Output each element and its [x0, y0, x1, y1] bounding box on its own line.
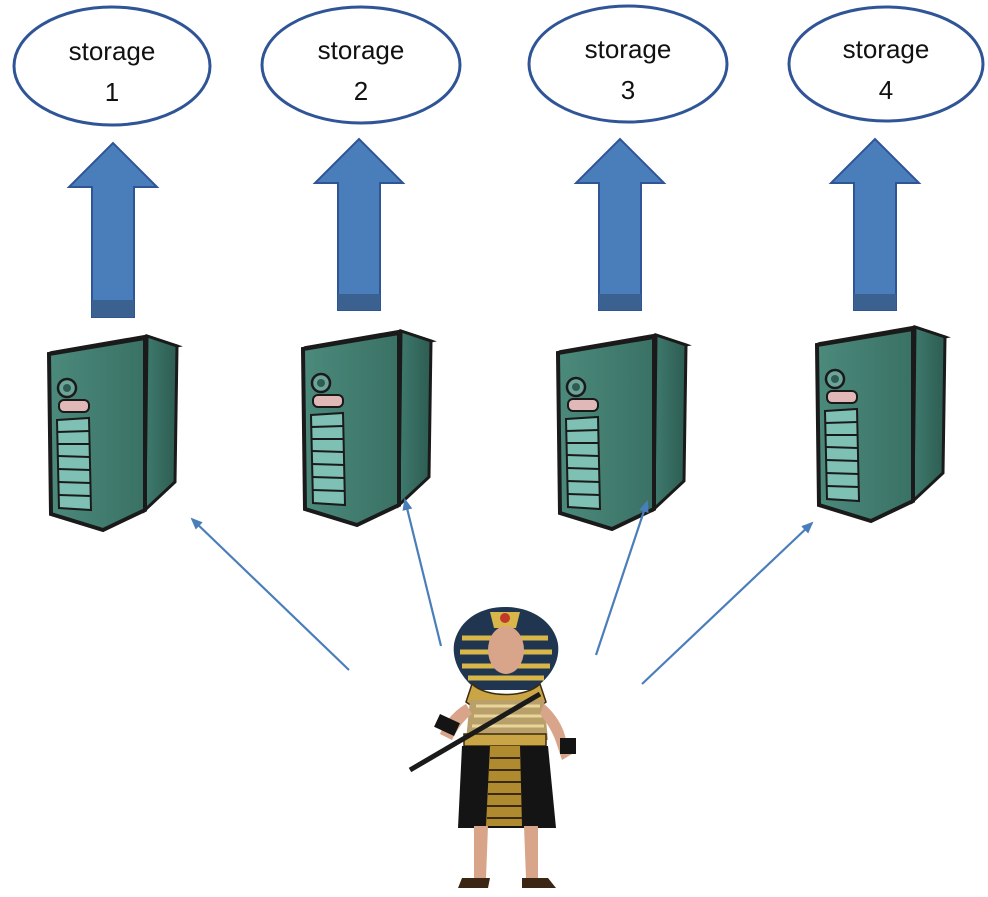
storage-label-line1: storage	[69, 36, 156, 66]
server-tower-icon	[555, 332, 692, 532]
server-tower-icon	[46, 333, 183, 533]
storage-label-line2: 1	[105, 77, 119, 107]
storage-label-line1: storage	[585, 34, 672, 64]
storage-label-line2: 3	[621, 75, 635, 105]
thin-arrow-icon	[402, 498, 443, 647]
storage-node-2: storage 2	[260, 5, 462, 125]
storage-ellipse	[12, 5, 212, 127]
storage-label-line2: 4	[879, 75, 893, 105]
block-arrow-up-icon	[828, 137, 922, 311]
block-arrow-up-icon	[312, 137, 406, 311]
storage-node-1: storage 1	[12, 5, 212, 127]
server-tower-icon	[300, 328, 437, 528]
server-tower-icon	[814, 324, 951, 524]
block-arrow-up-icon	[573, 137, 667, 311]
storage-ellipse	[260, 5, 462, 125]
storage-ellipse	[787, 5, 985, 123]
storage-label-line1: storage	[843, 34, 930, 64]
pharaoh-figure-icon	[408, 607, 576, 888]
storage-node-3: storage 3	[527, 4, 729, 124]
storage-ellipse	[527, 4, 729, 124]
storage-label-line1: storage	[318, 35, 405, 65]
block-arrow-up-icon	[66, 141, 160, 318]
thin-arrow-icon	[190, 517, 350, 671]
storage-node-4: storage 4	[787, 5, 985, 123]
thin-arrow-icon	[641, 521, 814, 685]
storage-label-line2: 2	[354, 76, 368, 106]
thin-arrow-icon	[594, 500, 649, 656]
